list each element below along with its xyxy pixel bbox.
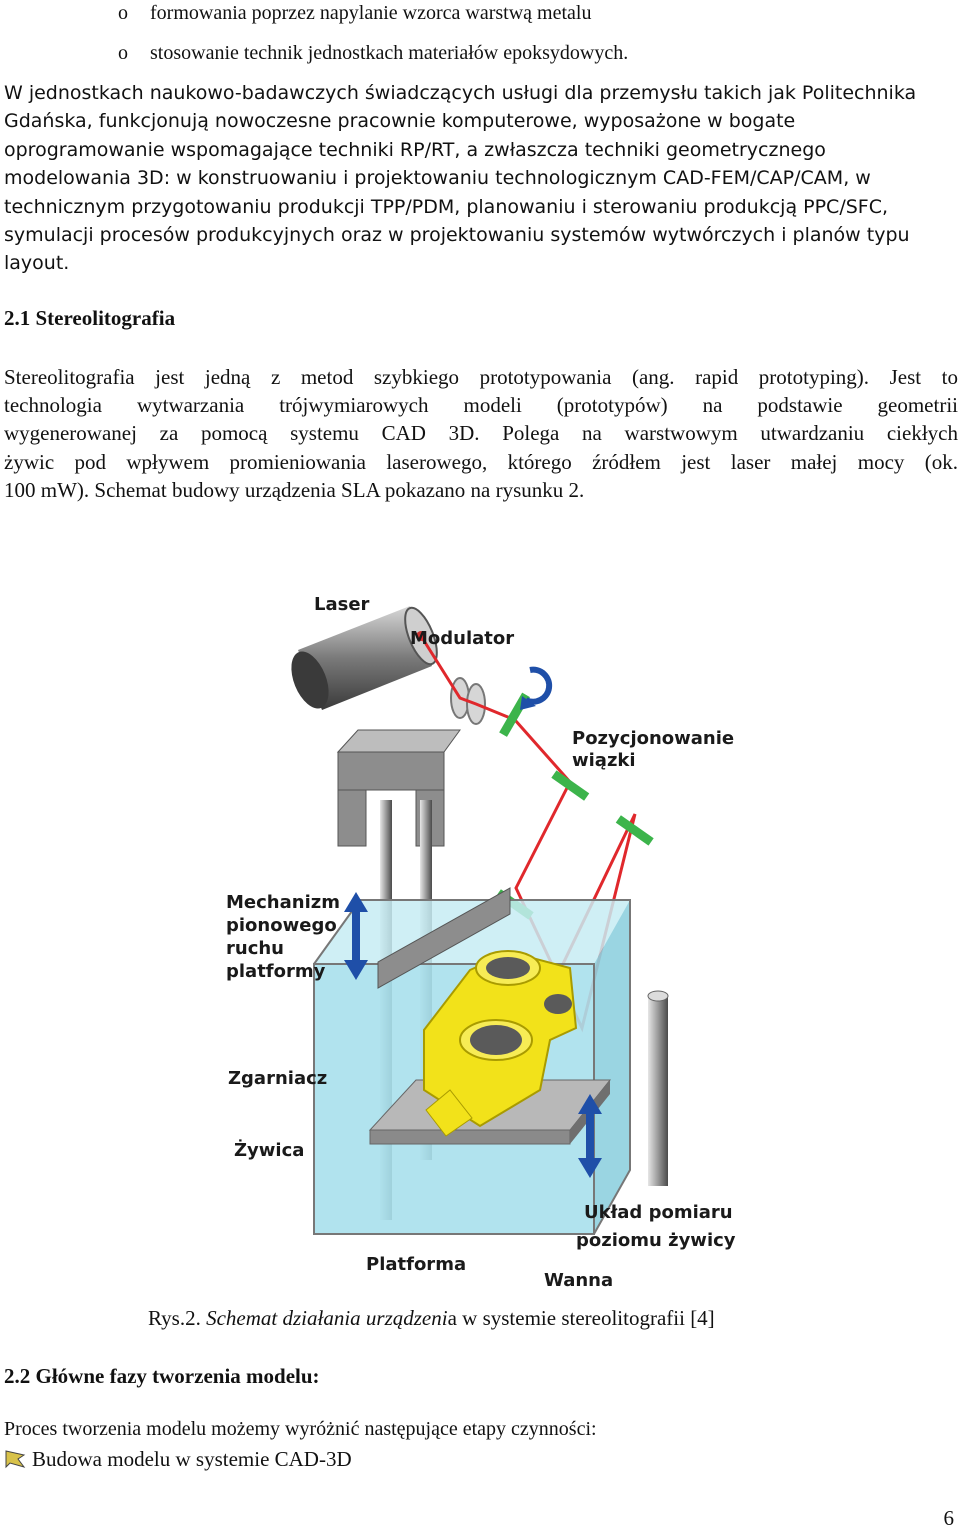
- caption-italic: Schemat działania urządzeni: [206, 1306, 448, 1330]
- vertical-motion-arrow-icon: [344, 892, 368, 980]
- paragraph-line: layout.: [4, 252, 70, 275]
- label-mechanism: ruchu: [226, 938, 284, 959]
- list-item: Budowa modelu w systemie CAD-3D: [4, 1447, 352, 1472]
- sla-diagram-svg: Laser Modulator Pozycjonowanie wiązki Me…: [226, 594, 736, 1291]
- bullet-marker: o: [118, 2, 128, 24]
- paragraph-line: symulacji procesów produkcyjnych oraz w …: [4, 224, 910, 247]
- mirror: [615, 815, 654, 846]
- level-sensor: [647, 990, 669, 1186]
- label-beam-positioning: Pozycjonowanie: [572, 728, 734, 749]
- scraper-blade: [377, 887, 511, 989]
- paragraph-line: żywic pod wpływem promieniowania laserow…: [4, 449, 958, 474]
- paragraph-line: technicznym przygotowaniu produkcji TPP/…: [4, 195, 889, 218]
- label-mechanism: pionowego: [226, 915, 337, 936]
- paragraph-line: 100 mW). Schemat budowy urządzenia SLA p…: [4, 477, 585, 502]
- label-scraper: Zgarniacz: [228, 1068, 327, 1089]
- bullet-icon: [5, 1450, 26, 1469]
- level-arrow-icon: [578, 1094, 602, 1178]
- bullet-marker: o: [118, 42, 128, 64]
- label-level-measurement: Układ pomiaru: [584, 1202, 733, 1223]
- label-resin: Żywica: [234, 1139, 304, 1161]
- label-mechanism: platformy: [226, 961, 326, 982]
- caption-suffix: a w systemie stereolitografii [4]: [447, 1306, 715, 1330]
- stereolithography-paragraph: Stereolitografia jest jedną z metod szyb…: [4, 363, 958, 504]
- label-vat: Wanna: [544, 1270, 613, 1291]
- model-part: [423, 950, 578, 1137]
- phases-intro: Proces tworzenia modelu możemy wyróżnić …: [4, 1418, 597, 1440]
- rotate-arrow-icon: [524, 666, 553, 705]
- bullet-item: stosowanie technik jednostkach materiałó…: [150, 42, 629, 64]
- paragraph-line: wygenerowanej za pomocą systemu CAD 3D. …: [4, 421, 958, 446]
- paragraph-line: oprogramowanie wspomagające techniki RP/…: [4, 138, 826, 161]
- paragraph-line: Stereolitografia jest jedną z metod szyb…: [4, 365, 958, 389]
- mirror: [551, 770, 590, 801]
- label-level-measurement: poziomu żywicy: [576, 1230, 736, 1251]
- label-mechanism: Mechanizm: [226, 892, 340, 913]
- bullet-item: formowania poprzez napylanie wzorca wars…: [150, 2, 592, 24]
- page-number: 6: [943, 1506, 955, 1530]
- paragraph-line: technologia wytwarzania trójwymiarowych …: [4, 393, 958, 418]
- paragraph-line: W jednostkach naukowo-badawczych świadcz…: [4, 82, 917, 104]
- section-heading: 2.1 Stereolitografia: [4, 306, 176, 330]
- laser-unit: [291, 606, 438, 710]
- section-heading: 2.2 Główne fazy tworzenia modelu:: [4, 1364, 320, 1388]
- sla-diagram: Laser Modulator Pozycjonowanie wiązki Me…: [210, 570, 770, 1300]
- intro-paragraph: W jednostkach naukowo-badawczych świadcz…: [4, 79, 958, 278]
- paragraph-line: modelowania 3D: w konstruowaniu i projek…: [4, 167, 871, 190]
- caption-prefix: Rys.2.: [148, 1306, 207, 1330]
- figure-caption: Rys.2. Schemat działania urządzenia w sy…: [148, 1306, 715, 1331]
- label-modulator: Modulator: [410, 628, 514, 649]
- label-beam-positioning: wiązki: [572, 750, 636, 771]
- label-laser: Laser: [314, 594, 370, 615]
- label-platform: Platforma: [366, 1254, 466, 1275]
- paragraph-line: Gdańska, funkcjonują nowoczesne pracowni…: [4, 110, 796, 133]
- list-item-text: Budowa modelu w systemie CAD-3D: [32, 1447, 352, 1471]
